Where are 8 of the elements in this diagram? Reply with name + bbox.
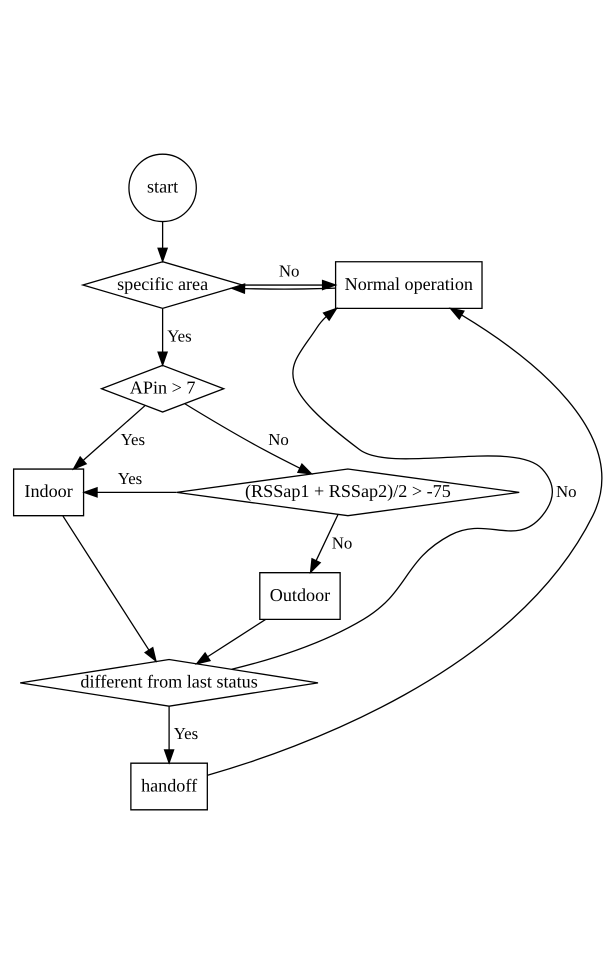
edge-label: No — [332, 533, 352, 552]
edge-label: No — [278, 261, 300, 280]
edge-label: Yes — [167, 326, 192, 345]
edge-label: No — [556, 481, 577, 500]
edge-label: Yes — [120, 429, 146, 448]
edge-label: No — [268, 429, 289, 448]
edge-label: Yes — [174, 724, 198, 743]
edge-label: Yes — [118, 468, 142, 488]
